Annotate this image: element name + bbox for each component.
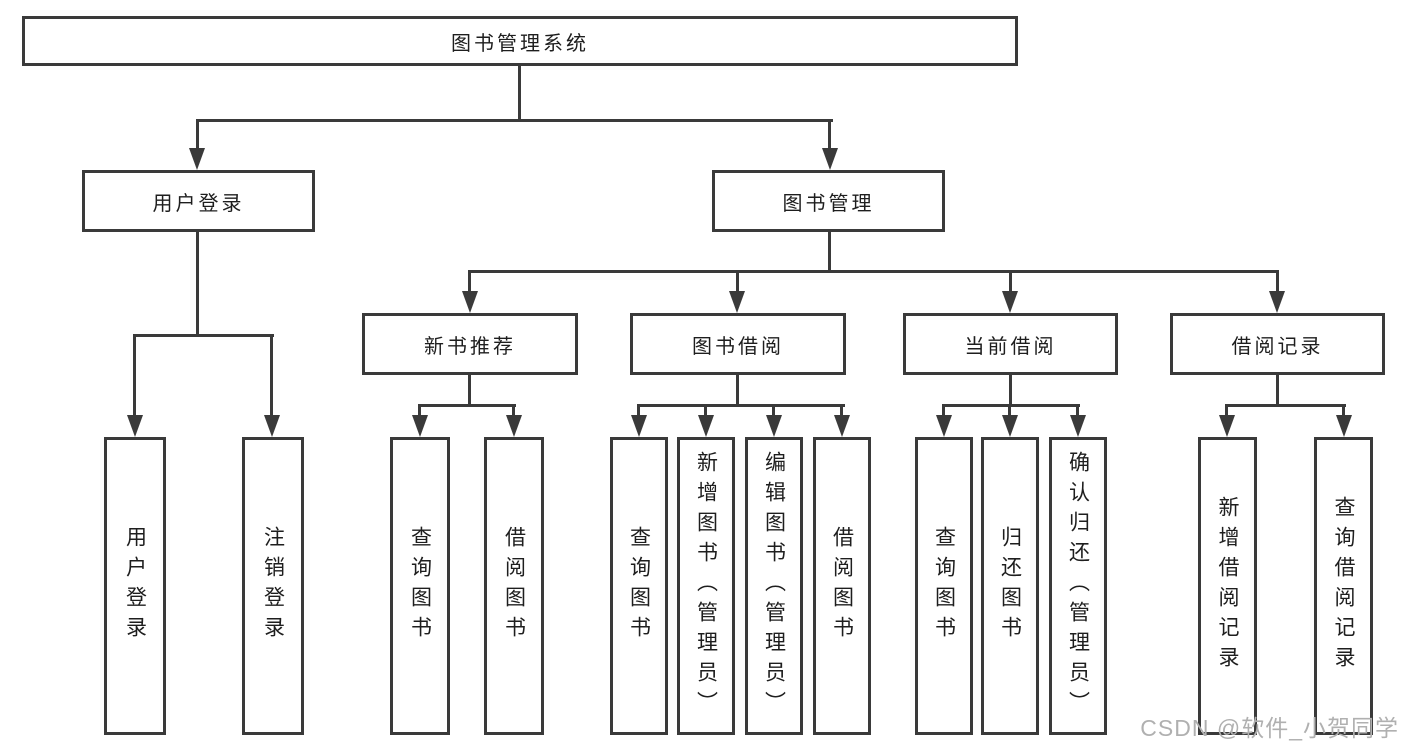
leaf-label: 编辑图书（管理员） <box>762 451 786 721</box>
connector-line <box>637 404 845 407</box>
leaf-confirm-return-admin: 确认归还（管理员） <box>1049 437 1107 735</box>
connector-line <box>196 232 199 336</box>
arrow-down-icon <box>1002 415 1018 437</box>
leaf-label: 用户登录 <box>123 526 147 646</box>
leaf-query-borrow-record: 查询借阅记录 <box>1314 437 1373 735</box>
node-label: 用户登录 <box>152 192 245 215</box>
leaf-label: 查询借阅记录 <box>1332 496 1356 676</box>
connector-line <box>133 334 136 417</box>
arrow-down-icon <box>506 415 522 437</box>
leaf-add-borrow-record: 新增借阅记录 <box>1198 437 1257 735</box>
connector-line <box>1276 270 1279 295</box>
connector-line <box>512 404 515 417</box>
node-book-management: 图书管理 <box>712 170 945 232</box>
node-current-borrow: 当前借阅 <box>903 313 1118 375</box>
leaf-query-books-recommend: 查询图书 <box>390 437 450 735</box>
connector-line <box>468 270 471 295</box>
leaf-edit-books-admin: 编辑图书（管理员） <box>745 437 803 735</box>
leaf-label: 借阅图书 <box>502 526 526 646</box>
leaf-logout-login: 注销登录 <box>242 437 304 735</box>
node-label: 图书管理 <box>782 192 875 215</box>
connector-line <box>637 404 640 417</box>
connector-line <box>772 404 775 417</box>
node-user-login: 用户登录 <box>82 170 315 232</box>
watermark: CSDN @软件_小贺同学 <box>1140 715 1399 741</box>
connector-line <box>736 270 739 295</box>
arrow-down-icon <box>1336 415 1352 437</box>
arrow-down-icon <box>462 291 478 313</box>
node-book-borrow: 图书借阅 <box>630 313 846 375</box>
connector-line <box>270 334 273 417</box>
arrow-down-icon <box>189 148 205 170</box>
connector-line <box>1225 404 1228 417</box>
leaf-borrow-books: 借阅图书 <box>813 437 871 735</box>
leaf-add-books-admin: 新增图书（管理员） <box>677 437 735 735</box>
leaf-label: 新增图书（管理员） <box>694 451 718 721</box>
node-label: 当前借阅 <box>964 335 1057 358</box>
connector-line <box>418 404 421 417</box>
connector-line <box>942 404 945 417</box>
node-library-system: 图书管理系统 <box>22 16 1018 66</box>
arrow-down-icon <box>729 291 745 313</box>
leaf-user-login: 用户登录 <box>104 437 166 735</box>
leaf-label: 注销登录 <box>261 526 285 646</box>
leaf-query-books-borrow: 查询图书 <box>610 437 668 735</box>
connector-line <box>840 404 843 417</box>
connector-line <box>468 270 1279 273</box>
leaf-label: 查询图书 <box>627 526 651 646</box>
leaf-label: 新增借阅记录 <box>1216 496 1240 676</box>
arrow-down-icon <box>1219 415 1235 437</box>
node-label: 借阅记录 <box>1231 335 1324 358</box>
leaf-label: 归还图书 <box>998 526 1022 646</box>
connector-line <box>704 404 707 417</box>
arrow-down-icon <box>1002 291 1018 313</box>
connector-line <box>1008 404 1011 417</box>
connector-line <box>736 375 739 406</box>
node-new-book-recommend: 新书推荐 <box>362 313 578 375</box>
arrow-down-icon <box>264 415 280 437</box>
node-label: 图书管理系统 <box>451 32 589 55</box>
arrow-down-icon <box>698 415 714 437</box>
connector-line <box>133 334 274 337</box>
arrow-down-icon <box>936 415 952 437</box>
arrow-down-icon <box>631 415 647 437</box>
leaf-borrow-books-recommend: 借阅图书 <box>484 437 544 735</box>
arrow-down-icon <box>127 415 143 437</box>
leaf-label: 查询图书 <box>932 526 956 646</box>
connector-line <box>828 119 831 150</box>
connector-line <box>828 232 831 272</box>
leaf-label: 确认归还（管理员） <box>1066 451 1090 721</box>
leaf-label: 查询图书 <box>408 526 432 646</box>
connector-line <box>518 66 521 120</box>
arrow-down-icon <box>766 415 782 437</box>
connector-line <box>942 404 1080 407</box>
leaf-return-books: 归还图书 <box>981 437 1039 735</box>
connector-line <box>1076 404 1079 417</box>
leaf-query-books-current: 查询图书 <box>915 437 973 735</box>
connector-line <box>1009 270 1012 295</box>
arrow-down-icon <box>1269 291 1285 313</box>
arrow-down-icon <box>412 415 428 437</box>
connector-line <box>1225 404 1346 407</box>
leaf-label: 借阅图书 <box>830 526 854 646</box>
connector-line <box>1009 375 1012 406</box>
node-borrow-records: 借阅记录 <box>1170 313 1385 375</box>
arrow-down-icon <box>1070 415 1086 437</box>
node-label: 图书借阅 <box>692 335 784 358</box>
connector-line <box>1276 375 1279 406</box>
connector-line <box>1342 404 1345 417</box>
node-label: 新书推荐 <box>424 335 516 358</box>
connector-line <box>468 375 471 406</box>
connector-line <box>196 119 199 150</box>
arrow-down-icon <box>822 148 838 170</box>
arrow-down-icon <box>834 415 850 437</box>
connector-line <box>418 404 516 407</box>
connector-line <box>196 119 833 122</box>
